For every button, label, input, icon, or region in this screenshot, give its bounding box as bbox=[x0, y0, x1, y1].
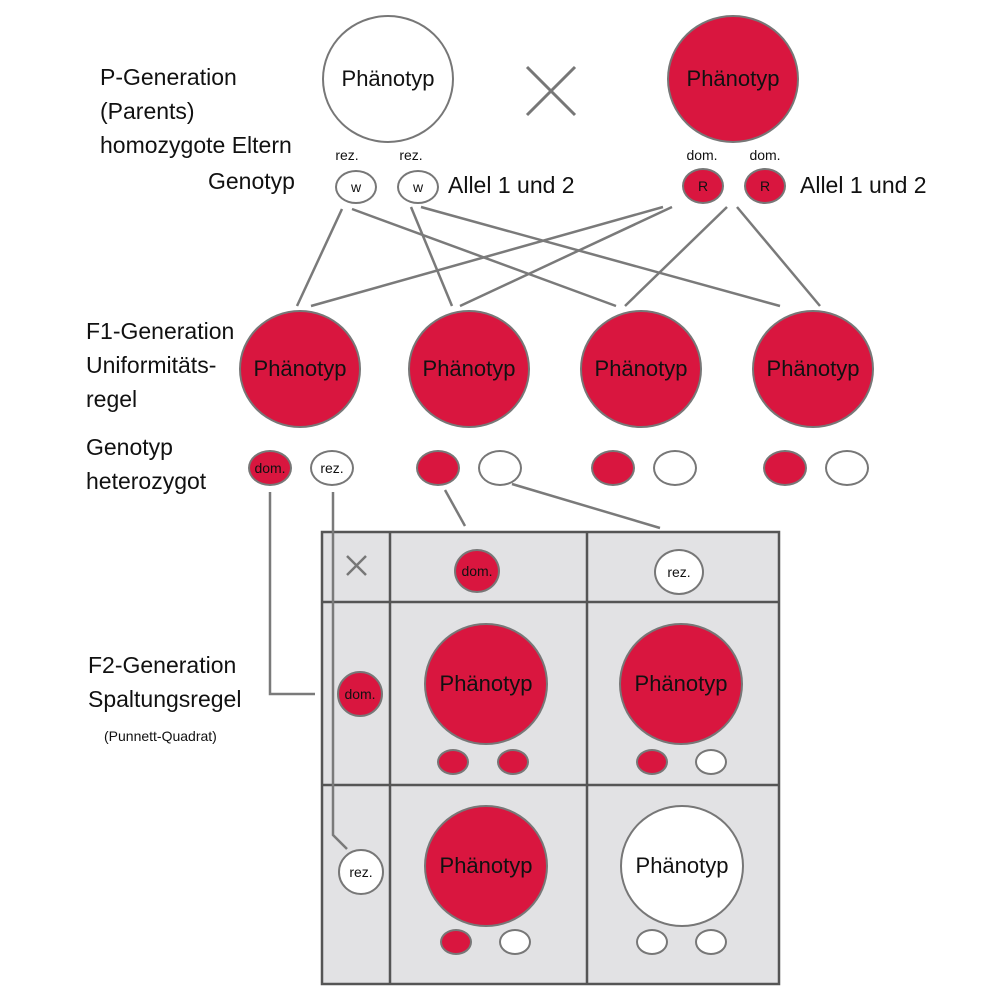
cell-allele-dominant bbox=[497, 749, 529, 775]
punnett-corner-cross-icon bbox=[346, 555, 367, 576]
cell-allele-recessive bbox=[499, 929, 531, 955]
f1-allele-dominant bbox=[763, 450, 807, 486]
label-genotyp-f1: Genotyp bbox=[86, 434, 173, 460]
label-regel: regel bbox=[86, 386, 138, 412]
parent-right-phenotype: Phänotyp bbox=[667, 15, 799, 143]
allele-letter: R bbox=[697, 178, 709, 194]
punnett-col-header-dominant: dom. bbox=[454, 549, 500, 593]
allele-letter: R bbox=[759, 178, 771, 194]
punnett-cell-phenotype: Phänotyp bbox=[620, 805, 744, 927]
cell-allele-recessive bbox=[636, 929, 668, 955]
punnett-row-header-dominant: dom. bbox=[337, 671, 383, 717]
f1-phenotype: Phänotyp bbox=[752, 310, 874, 428]
phenotype-text: Phänotyp bbox=[635, 853, 729, 878]
punnett-cell-phenotype: Phänotyp bbox=[619, 623, 743, 745]
cell-allele-dominant bbox=[636, 749, 668, 775]
f1-allele-dominant: dom. bbox=[248, 450, 292, 486]
cell-allele-recessive bbox=[695, 749, 727, 775]
label-f1-generation: F1-Generation bbox=[86, 318, 235, 344]
cell-allele-recessive bbox=[695, 929, 727, 955]
cell-allele-dominant bbox=[437, 749, 469, 775]
allele-caption: rez. bbox=[335, 147, 359, 163]
allele-text: rez. bbox=[320, 460, 344, 476]
f1-allele-recessive: rez. bbox=[310, 450, 354, 486]
allele-letter: w bbox=[350, 179, 362, 195]
label-heterozygot: heterozygot bbox=[86, 468, 207, 494]
cross-icon bbox=[525, 65, 577, 117]
phenotype-text: Phänotyp bbox=[686, 66, 780, 91]
label-f2-generation: F2-Generation bbox=[88, 652, 237, 678]
allele-caption: dom. bbox=[749, 147, 781, 163]
parent-left-phenotype: Phänotyp bbox=[322, 15, 454, 143]
header-text: dom. bbox=[344, 686, 376, 702]
phenotype-text: Phänotyp bbox=[594, 356, 688, 381]
allele-caption: rez. bbox=[399, 147, 423, 163]
label-genotyp: Genotyp bbox=[208, 168, 295, 194]
f1-allele-recessive bbox=[478, 450, 522, 486]
header-text: rez. bbox=[349, 864, 373, 880]
f1-allele-dominant bbox=[416, 450, 460, 486]
header-text: dom. bbox=[461, 563, 493, 579]
allele-caption: dom. bbox=[686, 147, 718, 163]
inheritance-lines bbox=[295, 205, 821, 308]
punnett-row-header-recessive: rez. bbox=[338, 849, 384, 895]
allele-r: R bbox=[744, 168, 786, 204]
allele-w: w bbox=[397, 170, 439, 204]
f1-phenotype: Phänotyp bbox=[239, 310, 361, 428]
allele-text: dom. bbox=[254, 460, 286, 476]
allele-w: w bbox=[335, 170, 377, 204]
allele-r: R bbox=[682, 168, 724, 204]
cell-allele-dominant bbox=[440, 929, 472, 955]
label-uniformitaets: Uniformitäts- bbox=[86, 352, 217, 378]
label-spaltungsregel: Spaltungsregel bbox=[88, 686, 242, 712]
phenotype-text: Phänotyp bbox=[766, 356, 860, 381]
label-parents: (Parents) bbox=[100, 98, 195, 124]
phenotype-text: Phänotyp bbox=[422, 356, 516, 381]
f1-allele-recessive bbox=[653, 450, 697, 486]
allele-letter: w bbox=[412, 179, 424, 195]
label-p-generation: P-Generation bbox=[100, 64, 237, 90]
allele-note-left: Allel 1 und 2 bbox=[448, 172, 575, 198]
label-homozygote-eltern: homozygote Eltern bbox=[100, 132, 292, 158]
label-punnett-quadrat: (Punnett-Quadrat) bbox=[104, 728, 217, 744]
f2-lines bbox=[268, 482, 661, 850]
f1-allele-recessive bbox=[825, 450, 869, 486]
phenotype-text: Phänotyp bbox=[634, 671, 728, 696]
f1-phenotype: Phänotyp bbox=[408, 310, 530, 428]
phenotype-text: Phänotyp bbox=[439, 671, 533, 696]
phenotype-text: Phänotyp bbox=[341, 66, 435, 91]
phenotype-text: Phänotyp bbox=[253, 356, 347, 381]
f1-phenotype: Phänotyp bbox=[580, 310, 702, 428]
f1-allele-dominant bbox=[591, 450, 635, 486]
allele-note-right: Allel 1 und 2 bbox=[800, 172, 927, 198]
phenotype-text: Phänotyp bbox=[439, 853, 533, 878]
header-text: rez. bbox=[667, 564, 691, 580]
punnett-col-header-recessive: rez. bbox=[654, 549, 704, 595]
punnett-cell-phenotype: Phänotyp bbox=[424, 623, 548, 745]
punnett-cell-phenotype: Phänotyp bbox=[424, 805, 548, 927]
